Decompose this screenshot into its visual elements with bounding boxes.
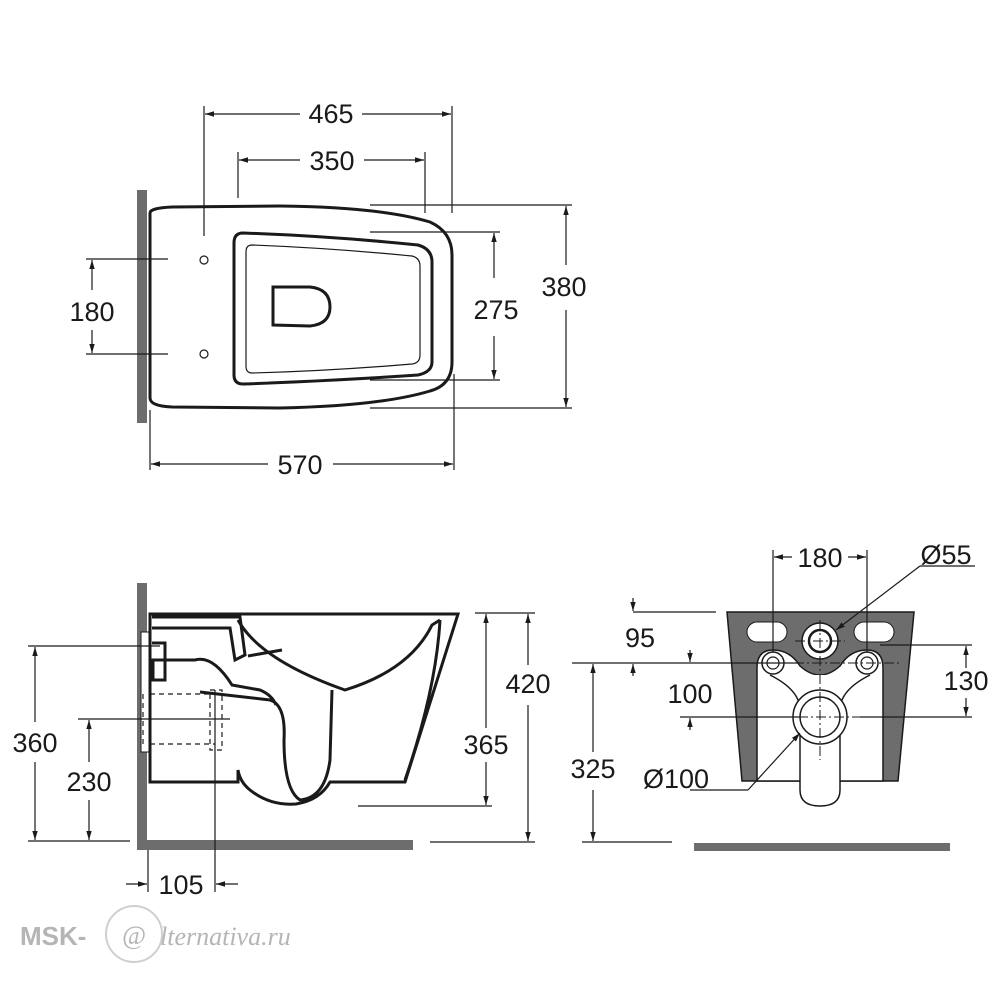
dim-rear-height-130: 130 bbox=[943, 666, 988, 696]
watermark-at-circle bbox=[105, 905, 163, 963]
bowl-rim-inner bbox=[232, 231, 434, 386]
side-bowl-front bbox=[403, 619, 442, 781]
side-siphon bbox=[199, 689, 334, 802]
rear-slot-right bbox=[853, 621, 895, 643]
drain-outlet bbox=[271, 285, 332, 328]
watermark-logo: MSK- @ lternativa.ru bbox=[20, 905, 291, 963]
top-view: 465 350 380 275 180 570 bbox=[69, 99, 586, 480]
rear-view: 180 Ø55 95 100 130 325 Ø100 bbox=[570, 540, 989, 851]
dim-side-height-230: 230 bbox=[66, 767, 111, 797]
dim-side-height-360: 360 bbox=[12, 728, 57, 758]
fixing-hole-bottom bbox=[199, 349, 209, 359]
dim-side-height-365: 365 bbox=[463, 730, 508, 760]
side-outlet-upper bbox=[152, 641, 278, 706]
dim-top-fixing-180: 180 bbox=[69, 297, 114, 327]
rear-view-floor bbox=[694, 843, 950, 851]
dim-side-offset-105: 105 bbox=[158, 870, 203, 900]
rear-slot-left bbox=[746, 621, 788, 643]
dim-top-height-275: 275 bbox=[473, 295, 518, 325]
side-bowl-inner-cavity bbox=[236, 618, 441, 692]
dim-rear-spacing-180: 180 bbox=[797, 543, 842, 573]
dim-side-height-420: 420 bbox=[505, 669, 550, 699]
wall-plate bbox=[140, 631, 150, 753]
dim-rear-height-325: 325 bbox=[570, 754, 615, 784]
dim-top-length-570: 570 bbox=[277, 450, 322, 480]
dim-rear-diameter-100: Ø100 bbox=[643, 764, 709, 794]
watermark-brand-right: lternativa.ru bbox=[160, 922, 291, 951]
dim-rear-depth-95: 95 bbox=[625, 623, 655, 653]
side-flush-duct bbox=[247, 648, 283, 658]
dim-top-width-350: 350 bbox=[309, 146, 354, 176]
dim-top-height-380: 380 bbox=[541, 272, 586, 302]
bowl-rim-inset bbox=[245, 244, 421, 374]
dim-rear-diameter-55: Ø55 bbox=[920, 540, 971, 570]
fixing-hole-top bbox=[199, 255, 209, 265]
bowl-outline bbox=[148, 204, 454, 410]
side-view-floor bbox=[137, 840, 413, 850]
side-view: 420 365 360 230 105 bbox=[12, 583, 551, 900]
side-outlet-stub bbox=[151, 658, 167, 682]
watermark-brand-mark: @ bbox=[122, 921, 146, 950]
top-view-wall bbox=[137, 190, 147, 423]
side-bowl-outline bbox=[148, 612, 461, 806]
dim-rear-depth-100: 100 bbox=[667, 679, 712, 709]
side-water-inlet bbox=[152, 615, 247, 663]
watermark-brand-left: MSK- bbox=[20, 921, 86, 951]
dim-top-width-465: 465 bbox=[308, 99, 353, 129]
